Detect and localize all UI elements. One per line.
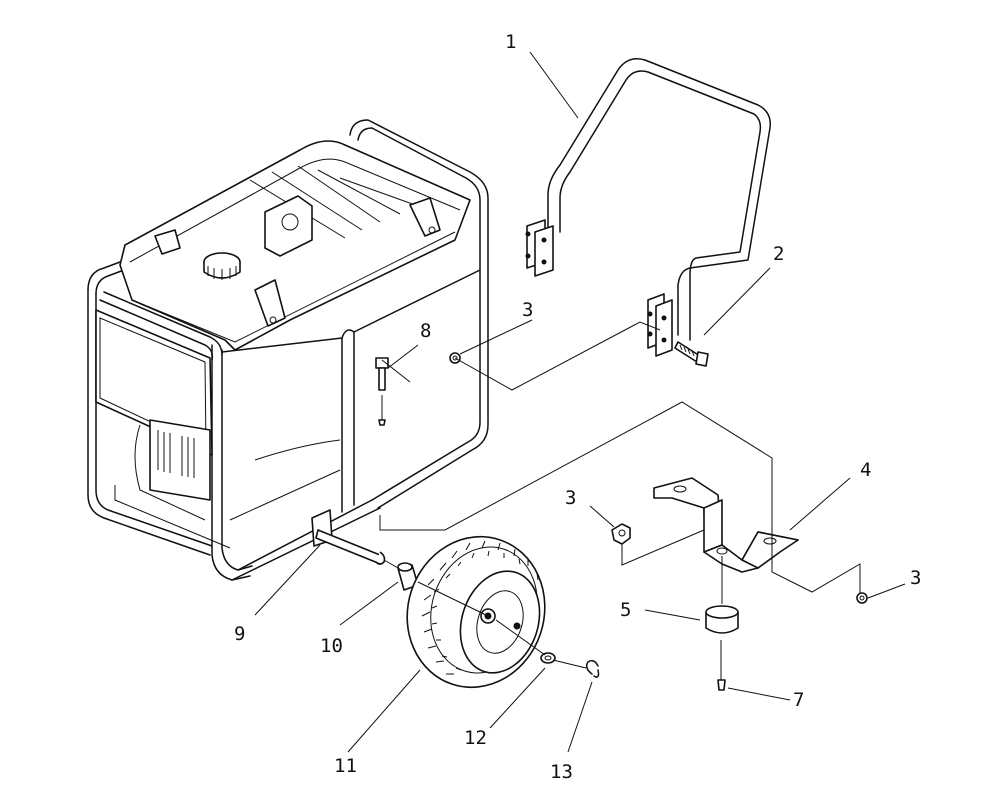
callout-3-right: 3: [910, 567, 921, 589]
bracket-nut-left-part: [611, 523, 631, 545]
callout-11: 11: [334, 755, 357, 777]
callout-labels: 1 2 3 8 3 4 3 5 7 9 10 11 12 13: [234, 31, 921, 783]
washer-part: [540, 652, 556, 664]
callout-1: 1: [505, 31, 516, 53]
callout-9: 9: [234, 623, 245, 645]
callout-10: 10: [320, 635, 343, 657]
bracket-bolt-part: [375, 357, 389, 426]
callout-8: 8: [420, 320, 431, 342]
axle-part: [315, 529, 386, 565]
rubber-foot-part: [705, 605, 739, 634]
leader-lines: [254, 51, 906, 753]
foot-screw-part: [717, 640, 726, 691]
callout-4: 4: [860, 459, 871, 481]
retaining-clip-part: [585, 659, 600, 678]
callout-2: 2: [773, 243, 784, 265]
callout-12: 12: [464, 727, 487, 749]
callout-3-left: 3: [565, 487, 576, 509]
generator-assembly: [87, 119, 489, 581]
callout-3-frame: 3: [522, 299, 533, 321]
bracket-nut-right-part: [856, 592, 868, 604]
foot-bracket-part: [653, 477, 799, 573]
handle-bolt-part: [674, 341, 709, 367]
callout-5: 5: [620, 599, 631, 621]
wheel-part: [406, 535, 546, 689]
callout-13: 13: [550, 761, 573, 783]
callout-7: 7: [793, 689, 804, 711]
handle-part: [525, 58, 771, 357]
